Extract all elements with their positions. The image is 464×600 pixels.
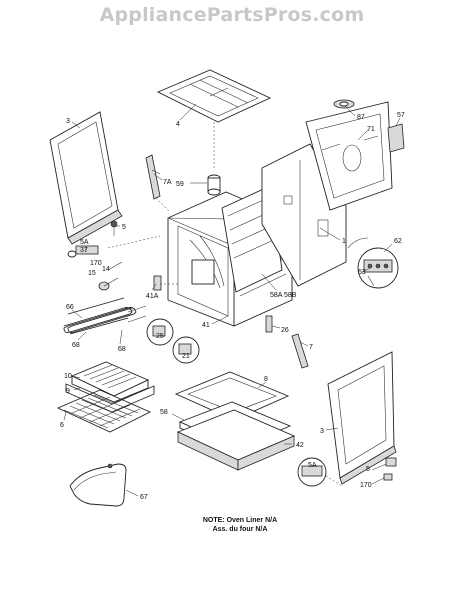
terminal-block-62-part bbox=[347, 237, 399, 289]
bracket-26-part bbox=[265, 315, 273, 333]
sensor-25-detail bbox=[146, 318, 174, 346]
top-panel-part bbox=[156, 69, 272, 170]
callout-14: 14 bbox=[102, 266, 110, 273]
broil-element-part bbox=[63, 297, 147, 335]
plate-57-part bbox=[387, 123, 405, 153]
callout-8: 8 bbox=[264, 376, 268, 383]
callout-1: 1 bbox=[342, 238, 346, 245]
left-hinge-receiver-part bbox=[67, 220, 161, 258]
callout-63: 63 bbox=[358, 269, 366, 276]
callout-4: 4 bbox=[176, 121, 180, 128]
callout-7: 7 bbox=[309, 344, 313, 351]
vent-59-part bbox=[207, 174, 221, 196]
callout-58: 58 bbox=[160, 409, 168, 416]
callout-59: 59 bbox=[176, 181, 184, 188]
callout-58b: 58B bbox=[284, 292, 297, 299]
callout-37: 37 bbox=[80, 247, 88, 254]
callout-170-left: 170 bbox=[90, 260, 102, 267]
site-watermark-title: AppliancePartsPros.com bbox=[99, 4, 365, 26]
callout-67: 67 bbox=[140, 494, 148, 501]
callout-41a: 41A bbox=[146, 293, 159, 300]
hinge-7a-part bbox=[145, 154, 171, 213]
callout-5-right: 5 bbox=[366, 466, 370, 473]
callout-3-left: 3 bbox=[66, 118, 70, 125]
callout-15: 15 bbox=[88, 270, 96, 277]
callout-21: 21 bbox=[182, 353, 190, 360]
leader-lines bbox=[63, 103, 401, 497]
callout-41: 41 bbox=[202, 322, 210, 329]
bracket-41a-part bbox=[153, 275, 178, 291]
callout-7a: 7A bbox=[163, 179, 172, 186]
back-panel-part bbox=[305, 101, 393, 211]
callout-9: 9 bbox=[66, 388, 70, 395]
callout-62: 62 bbox=[394, 238, 402, 245]
right-door-frame-part bbox=[327, 351, 397, 485]
bake-element-part bbox=[69, 463, 127, 507]
callout-5-left: 5 bbox=[122, 224, 126, 231]
callout-66: 66 bbox=[66, 304, 74, 311]
callout-10: 10 bbox=[64, 373, 72, 380]
sensor-21-detail bbox=[172, 336, 200, 364]
callout-68-right: 68 bbox=[118, 346, 126, 353]
callout-68-left: 68 bbox=[72, 342, 80, 349]
callout-26: 26 bbox=[281, 327, 289, 334]
oven-liner-note: NOTE: Oven Liner N/A Ass. du four N/A bbox=[150, 516, 330, 534]
note-line-english: NOTE: Oven Liner N/A bbox=[202, 517, 278, 524]
callout-25: 25 bbox=[156, 333, 164, 340]
callout-170-right: 170 bbox=[360, 482, 372, 489]
callout-87: 87 bbox=[357, 114, 365, 121]
callout-71: 71 bbox=[367, 126, 375, 133]
drawer-42-part bbox=[176, 409, 296, 471]
broil-pan-part bbox=[65, 361, 155, 413]
callout-42: 42 bbox=[296, 442, 304, 449]
hinge-7-part bbox=[291, 333, 309, 369]
right-hinge-receiver-part bbox=[297, 457, 397, 487]
connector-87-part bbox=[333, 99, 355, 109]
callout-57: 57 bbox=[397, 112, 405, 119]
callout-6: 6 bbox=[60, 422, 64, 429]
callout-5a-right: 5A bbox=[308, 462, 317, 469]
note-line-french: Ass. du four N/A bbox=[212, 526, 268, 533]
callout-3-right: 3 bbox=[320, 428, 324, 435]
oven-rack-part bbox=[56, 389, 152, 433]
callout-5a-left: 5A bbox=[80, 239, 89, 246]
callout-58a: 58A bbox=[270, 292, 283, 299]
left-door-frame-part bbox=[49, 111, 123, 245]
knob-14-part bbox=[98, 261, 123, 291]
